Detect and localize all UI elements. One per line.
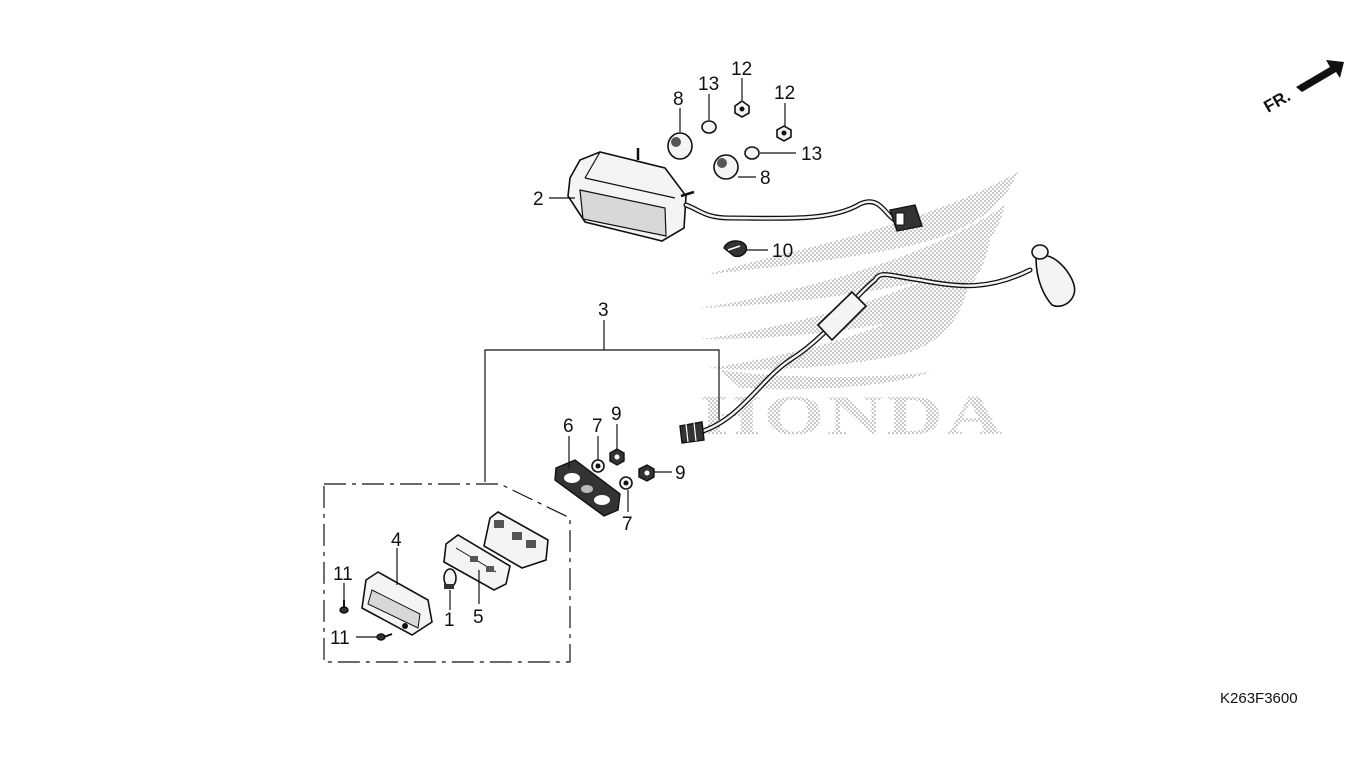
- rubber-grommet-lower: [713, 154, 739, 180]
- front-direction-arrow-icon: FR.: [1261, 60, 1344, 116]
- drawing-code: K263F3600: [1220, 690, 1298, 707]
- license-light-gasket: [554, 459, 621, 517]
- callout-12-right: 12: [774, 83, 795, 104]
- nut-right: [776, 125, 792, 142]
- callout-6: 5: [473, 607, 484, 628]
- rubber-grommet-upper: [667, 132, 693, 160]
- harness-clip: [723, 240, 748, 258]
- leader-lines: [343, 78, 796, 638]
- callout-7-upper: 7: [592, 416, 603, 437]
- collar-upper: [591, 459, 605, 473]
- callout-12-upper: 12: [731, 59, 752, 80]
- lens-screw-upper: [339, 600, 349, 614]
- callout-9-upper: 9: [611, 404, 622, 425]
- callout-9-right: 9: [675, 463, 686, 484]
- flange-nut-right: [638, 464, 655, 482]
- license-light-harness: [679, 244, 1076, 444]
- callout-8-lower: 8: [760, 168, 771, 189]
- callout-13-upper: 13: [698, 74, 719, 95]
- tail-light-assembly: [567, 148, 923, 242]
- collar-lower: [619, 476, 633, 490]
- sub-assembly-outline: [323, 483, 571, 663]
- callout-5: 6: [563, 416, 574, 437]
- washer-upper: [701, 120, 717, 134]
- callout-2: 2: [533, 189, 544, 210]
- license-bulb: [443, 568, 457, 589]
- honda-wing-logo-icon: [698, 172, 1018, 390]
- callout-3: 3: [598, 300, 609, 321]
- callout-11-upper: 11: [333, 564, 353, 585]
- callout-11-lower: 11: [330, 628, 350, 649]
- callout-10: 10: [772, 241, 793, 262]
- nut-upper: [734, 100, 750, 118]
- direction-label: FR.: [1261, 86, 1294, 116]
- callout-4: 4: [391, 530, 402, 551]
- callout-13-right: 13: [801, 144, 822, 165]
- license-light-lens: [361, 571, 433, 636]
- license-light-base: [443, 511, 549, 591]
- washer-lower: [744, 146, 760, 160]
- assembly-bracket: [484, 349, 720, 482]
- callout-7-lower: 7: [622, 514, 633, 535]
- honda-watermark: HONDA: [700, 385, 1005, 447]
- flange-nut-upper: [609, 448, 625, 466]
- lens-screw-lower: [376, 633, 393, 641]
- callout-8-upper: 8: [673, 89, 684, 110]
- callout-1: 1: [444, 610, 455, 631]
